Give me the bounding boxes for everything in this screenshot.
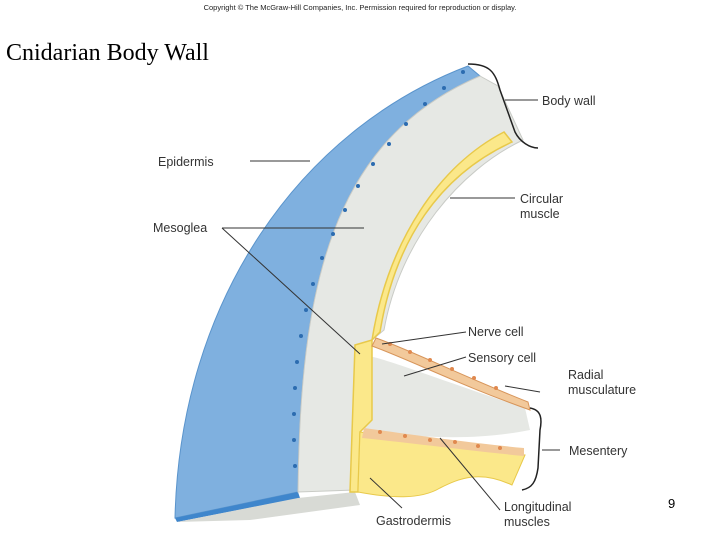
- mesoglea-base: [177, 492, 360, 522]
- epidermis-nuclei: [292, 70, 465, 468]
- label-nerve-cell: Nerve cell: [468, 325, 524, 339]
- label-mesoglea: Mesoglea: [153, 221, 207, 235]
- muscle-nuclei: [378, 342, 502, 450]
- epidermis-base: [175, 492, 300, 522]
- label-circular-muscle-1: Circular: [520, 192, 563, 206]
- label-longitudinal-1: Longitudinal: [504, 500, 571, 514]
- slide-title: Cnidarian Body Wall: [6, 40, 209, 66]
- label-radial-2: musculature: [568, 383, 636, 397]
- page-number: 9: [668, 496, 676, 511]
- mesentery-bracket: [521, 407, 542, 491]
- radial-musculature-band: [371, 337, 531, 411]
- label-circular-muscle-2: muscle: [520, 207, 560, 221]
- body-wall-bracket: [467, 63, 539, 149]
- label-radial-1: Radial: [568, 368, 603, 382]
- label-gastrodermis: Gastrodermis: [376, 514, 451, 528]
- copyright-notice: Copyright © The McGraw-Hill Companies, I…: [203, 3, 517, 12]
- leader-lines: [221, 99, 560, 511]
- label-longitudinal-2: muscles: [504, 515, 550, 529]
- label-mesentery: Mesentery: [569, 444, 628, 458]
- label-epidermis: Epidermis: [158, 155, 214, 169]
- label-body-wall: Body wall: [542, 94, 596, 108]
- label-sensory-cell: Sensory cell: [468, 351, 536, 365]
